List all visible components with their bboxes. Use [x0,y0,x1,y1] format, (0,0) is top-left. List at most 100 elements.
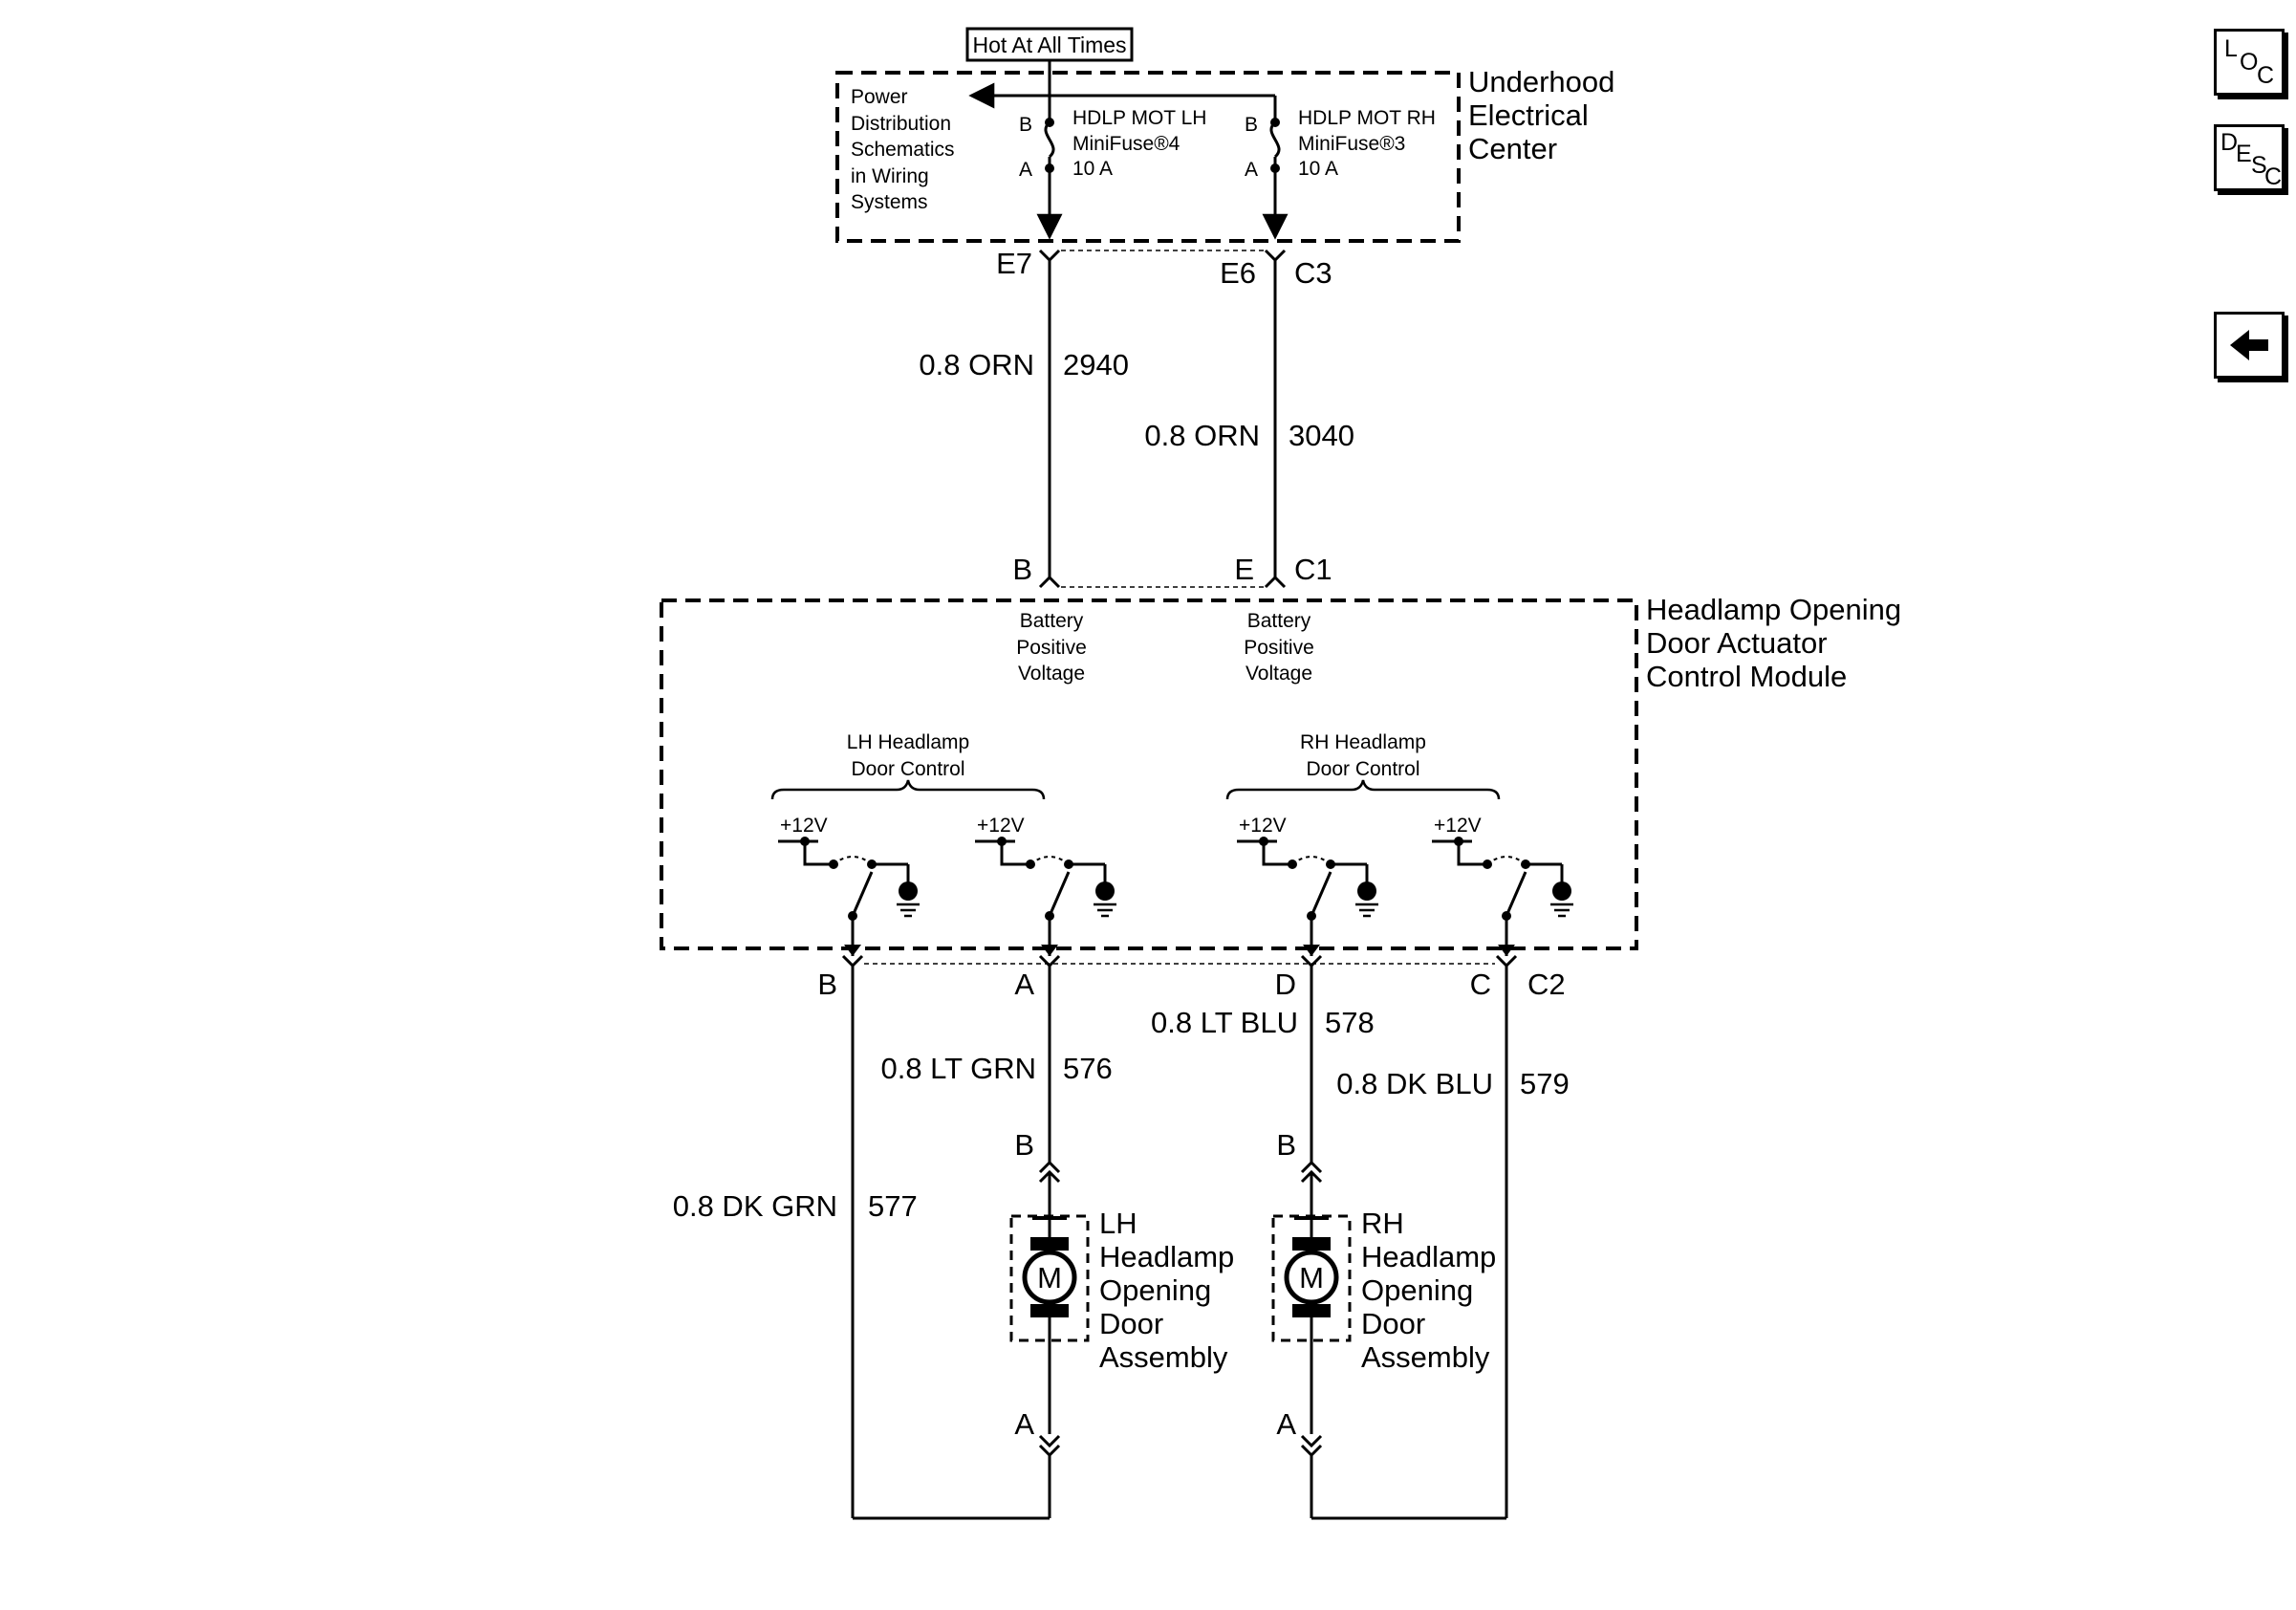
loc-letter-o: O [2240,49,2259,76]
svg-text:Door Actuator: Door Actuator [1646,626,1828,660]
svg-text:0.8 LT BLU: 0.8 LT BLU [1151,1006,1298,1039]
svg-text:0.8 DK GRN: 0.8 DK GRN [673,1189,837,1223]
svg-text:Assembly: Assembly [1361,1340,1490,1374]
wire-579: 0.8 DK BLU 579 [1311,966,1570,1520]
fuse-hdlp-mot-lh: B A HDLP MOT LH MiniFuse®4 10 A [1019,96,1206,240]
relay-switch-4: +12V [1432,815,1573,956]
svg-text:10 A: 10 A [1072,158,1113,180]
desc-letter-d: D [2220,129,2239,156]
svg-text:Electrical: Electrical [1468,98,1589,132]
rh-headlamp-door-control: RH Headlamp Door Control [1225,731,1501,800]
svg-text:2940: 2940 [1063,348,1129,381]
svg-text:Headlamp: Headlamp [1361,1240,1496,1273]
svg-text:RH: RH [1361,1207,1404,1240]
svg-text:B: B [1019,114,1032,136]
lh-headlamp-motor: M B A LH Headlamp Opening Door Assembly [1009,1128,1234,1518]
left-arrow-icon [2230,330,2268,360]
svg-text:C3: C3 [1294,256,1332,290]
svg-text:0.8 ORN: 0.8 ORN [919,348,1034,381]
rh-headlamp-motor: M B A RH Headlamp Opening Door Assembly [1271,1128,1496,1518]
svg-text:A: A [1014,968,1034,1001]
supply-voltage-label: +12V [1434,815,1482,837]
svg-text:A: A [1276,1407,1296,1441]
svg-text:A: A [1245,159,1258,181]
svg-text:E7: E7 [996,247,1032,280]
svg-text:B: B [1245,114,1258,136]
svg-text:577: 577 [868,1189,918,1223]
svg-text:Door Control: Door Control [851,758,964,780]
svg-text:B: B [1014,1128,1034,1162]
underhood-electrical-center-box [835,71,1461,243]
desc-letter-c: C [2264,163,2283,190]
svg-text:0.8 DK BLU: 0.8 DK BLU [1336,1067,1493,1100]
svg-text:Control Module: Control Module [1646,660,1847,693]
module-name-label: Headlamp Opening Door Actuator Control M… [1646,593,1901,693]
svg-text:B: B [817,968,837,1001]
supply-voltage-label: +12V [977,815,1025,837]
supply-voltage-label: +12V [1239,815,1287,837]
desc-button[interactable]: D E S C [2214,124,2285,191]
svg-text:HDLP MOT RH: HDLP MOT RH [1298,107,1436,129]
svg-text:MiniFuse®4: MiniFuse®4 [1072,133,1180,155]
svg-text:Battery: Battery [1247,610,1311,632]
svg-text:LH: LH [1099,1207,1137,1240]
lh-motor-symbol: M [1037,1261,1062,1295]
svg-text:B: B [1012,553,1032,586]
svg-text:A: A [1019,159,1032,181]
svg-text:Distribution: Distribution [851,113,951,135]
desc-letter-s: S [2251,152,2267,179]
svg-text:578: 578 [1325,1006,1375,1039]
connector-c2: B A D C C2 [817,954,1566,1001]
svg-text:Positive: Positive [1244,637,1314,659]
svg-text:0.8 LT GRN: 0.8 LT GRN [880,1052,1036,1085]
wire-578: 0.8 LT BLU 578 [1151,966,1375,1163]
lh-headlamp-door-control: LH Headlamp Door Control [770,731,1046,800]
svg-text:576: 576 [1063,1052,1113,1085]
svg-text:Door: Door [1361,1307,1425,1340]
svg-text:C1: C1 [1294,553,1332,586]
svg-text:Voltage: Voltage [1245,663,1312,685]
svg-text:Door Control: Door Control [1306,758,1419,780]
svg-text:D: D [1275,968,1296,1001]
connector-c3: E7 E6 C3 [996,247,1332,290]
svg-text:LH Headlamp: LH Headlamp [847,731,969,753]
relay-switch-3: +12V [1237,815,1378,956]
power-distribution-reference: Power Distribution Schematics in Wiring … [851,86,955,213]
underhood-electrical-center-label: Underhood Electrical Center [1468,65,1614,165]
hot-at-all-times-box: Hot At All Times [965,27,1134,62]
battery-positive-voltage-rh: Battery Positive Voltage [1244,610,1314,685]
fuse-hdlp-mot-rh: B A HDLP MOT RH MiniFuse®3 10 A [1245,96,1436,240]
svg-text:A: A [1014,1407,1034,1441]
svg-text:B: B [1276,1128,1296,1162]
svg-text:Voltage: Voltage [1018,663,1085,685]
svg-text:Systems: Systems [851,191,928,213]
svg-text:Headlamp: Headlamp [1099,1240,1234,1273]
wire-3040: 0.8 ORN 3040 [1144,260,1354,577]
svg-text:C2: C2 [1527,968,1566,1001]
loc-button[interactable]: L O C [2214,29,2285,96]
headlamp-door-actuator-module-box [660,598,1638,950]
svg-text:HDLP MOT LH: HDLP MOT LH [1072,107,1206,129]
svg-text:RH Headlamp: RH Headlamp [1300,731,1426,753]
svg-text:C: C [1470,968,1491,1001]
loc-letter-l: L [2224,35,2238,62]
svg-text:0.8 ORN: 0.8 ORN [1144,419,1260,452]
svg-text:Center: Center [1468,132,1557,165]
desc-letter-e: E [2236,141,2252,167]
svg-text:in Wiring: in Wiring [851,165,929,187]
svg-text:Battery: Battery [1020,610,1084,632]
battery-positive-voltage-lh: Battery Positive Voltage [1016,610,1087,685]
relay-switch-1: +12V [778,815,920,956]
svg-text:Positive: Positive [1016,637,1087,659]
connector-c1: B E C1 [1012,553,1332,589]
svg-text:10 A: 10 A [1298,158,1338,180]
svg-text:Opening: Opening [1099,1273,1211,1307]
svg-text:E: E [1234,553,1254,586]
svg-text:Power: Power [851,86,908,108]
relay-switch-2: +12V [975,815,1116,956]
wire-2940: 0.8 ORN 2940 [919,260,1129,577]
hot-at-all-times-label: Hot At All Times [972,33,1126,57]
back-button[interactable] [2214,312,2285,379]
svg-text:Assembly: Assembly [1099,1340,1228,1374]
loc-letter-c: C [2257,62,2275,89]
